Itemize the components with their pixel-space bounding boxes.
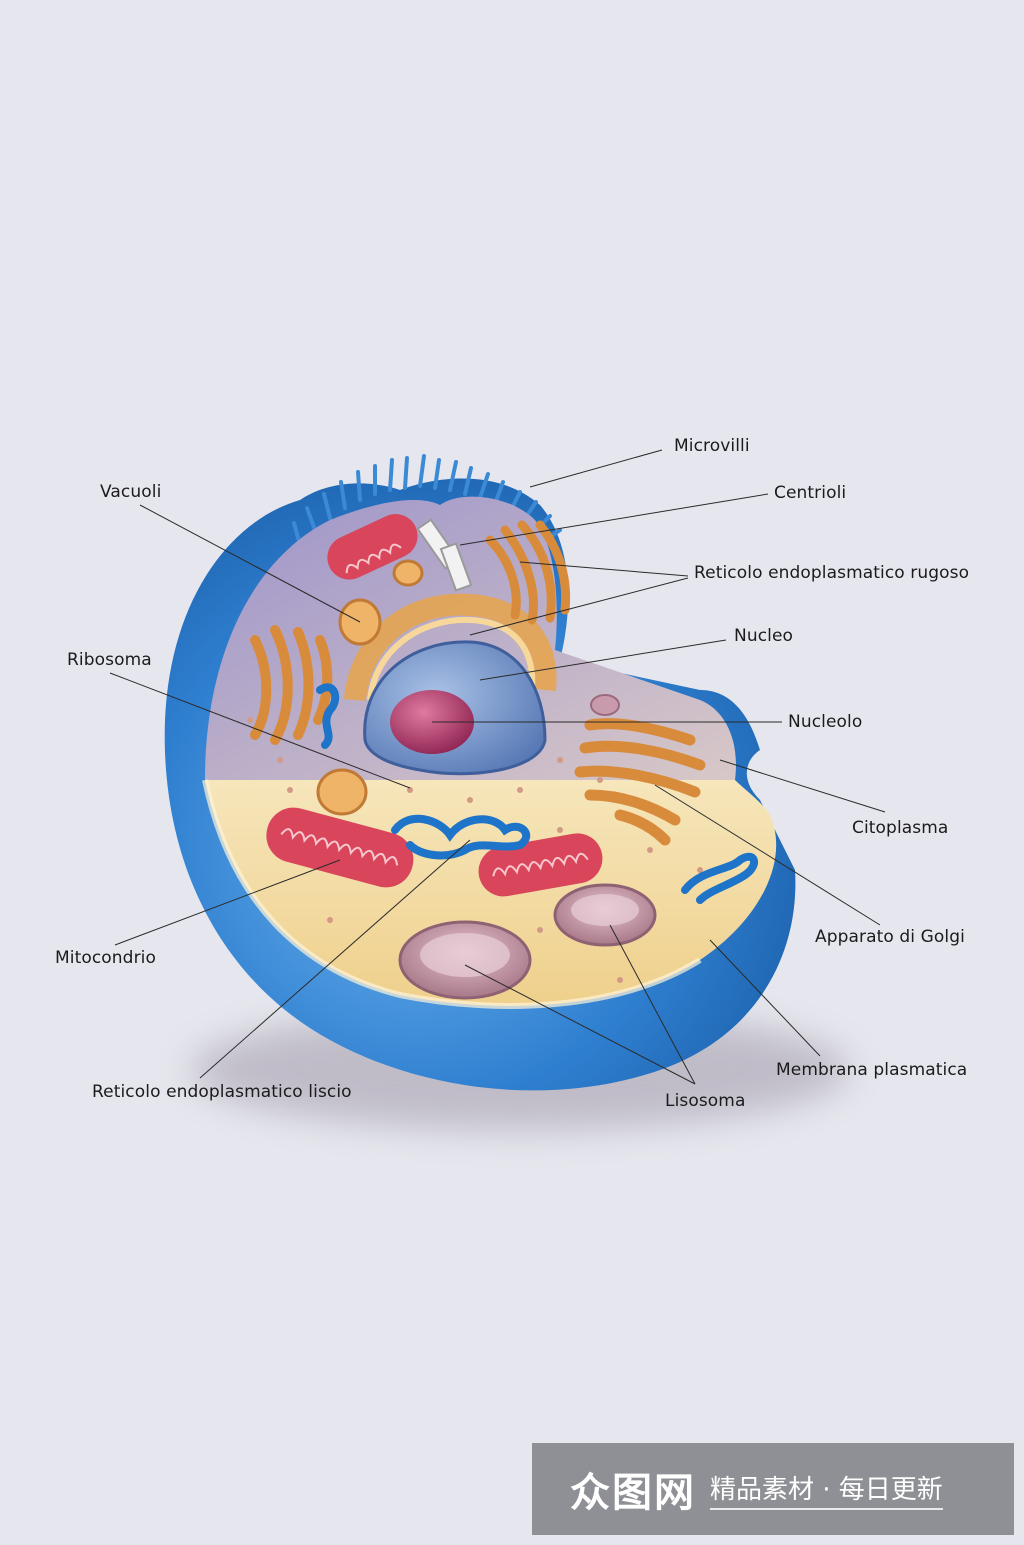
watermark-banner: 众图网 精品素材 · 每日更新 bbox=[532, 1443, 1014, 1535]
ribosome-dots bbox=[247, 717, 703, 983]
centrioles-shape bbox=[416, 518, 473, 592]
label-lisosoma: Lisosoma bbox=[665, 1091, 746, 1111]
label-rer: Reticolo endoplasmatico rugoso bbox=[694, 563, 970, 583]
label-mitocondrio: Mitocondrio bbox=[55, 948, 156, 968]
lysosomes-shapes bbox=[398, 883, 657, 1000]
label-golgi: Apparato di Golgi bbox=[815, 927, 965, 947]
golgi-right-shape bbox=[574, 718, 706, 846]
watermark-logo: 众图网 bbox=[570, 1470, 696, 1516]
label-membrana: Membrana plasmatica bbox=[776, 1060, 968, 1080]
cytoplasm-rim bbox=[202, 779, 702, 1009]
label-ribosoma: Ribosoma bbox=[67, 650, 152, 670]
label-nucleolo: Nucleolo bbox=[788, 712, 863, 732]
label-centrioli: Centrioli bbox=[774, 483, 847, 503]
vacuoles-shapes bbox=[316, 559, 620, 816]
label-microvilli: Microvilli bbox=[674, 436, 750, 456]
label-ser: Reticolo endoplasmatico liscio bbox=[92, 1082, 352, 1102]
leader-lines bbox=[109, 449, 886, 1085]
label-vacuoli: Vacuoli bbox=[100, 482, 162, 502]
golgi-left-shape bbox=[250, 625, 333, 745]
label-citoplasma: Citoplasma bbox=[852, 818, 949, 838]
rough-er-wave bbox=[367, 616, 536, 701]
rough-er-shape bbox=[344, 593, 557, 702]
microvilli-shape bbox=[292, 454, 562, 547]
watermark-slogan: 精品素材 · 每日更新 bbox=[710, 1469, 943, 1510]
smooth-er-shapes bbox=[316, 683, 758, 904]
label-nucleo: Nucleo bbox=[734, 626, 794, 646]
